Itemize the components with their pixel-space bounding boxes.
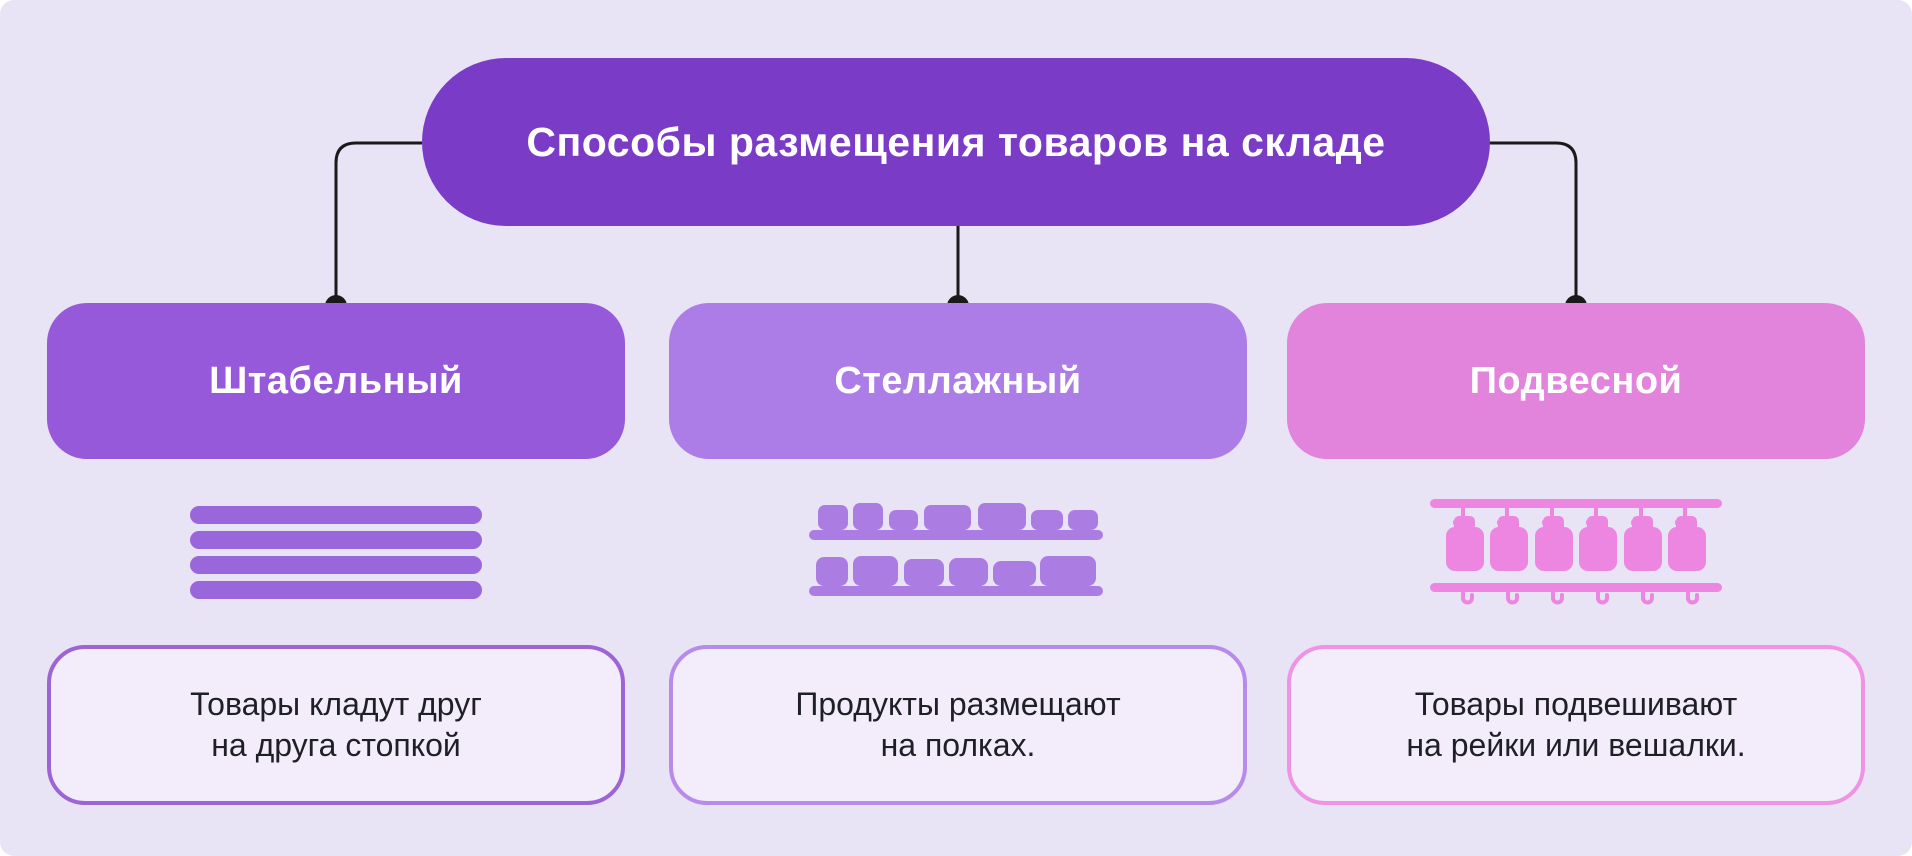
empty-hooks [1461,589,1699,605]
page-title: Способы размещения товаров на складе [526,118,1386,165]
description-text: на рейки или вешалки. [1406,727,1746,763]
category-label: Стеллажный [834,359,1082,402]
description-box-hanging: Товары подвешивают на рейки или вешалки. [1287,645,1865,805]
hanging-bags [1446,505,1706,571]
description-text: Товары подвешивают [1414,686,1738,722]
description-text: Товары кладут друг [190,686,482,722]
connector-left [334,141,422,305]
shelf-boxes-icon [809,500,1103,601]
description-text: на друга стопкой [211,727,461,763]
description-text: на полках. [880,727,1036,763]
connector-right [1488,141,1578,305]
hanging-rail-icon [1430,499,1722,612]
description-box-stacking: Товары кладут друг на друга стопкой [47,645,625,805]
description-box-shelving: Продукты размещают на полках. [669,645,1247,805]
title-box: Способы размещения товаров на складе [422,58,1490,226]
category-label: Подвесной [1469,359,1683,402]
category-label: Штабельный [209,359,463,402]
category-box-shelving: Стеллажный [669,303,1247,459]
category-box-hanging: Подвесной [1287,303,1865,459]
category-box-stacking: Штабельный [47,303,625,459]
stacked-bars-icon [190,506,482,604]
description-text: Продукты размещают [795,686,1121,722]
